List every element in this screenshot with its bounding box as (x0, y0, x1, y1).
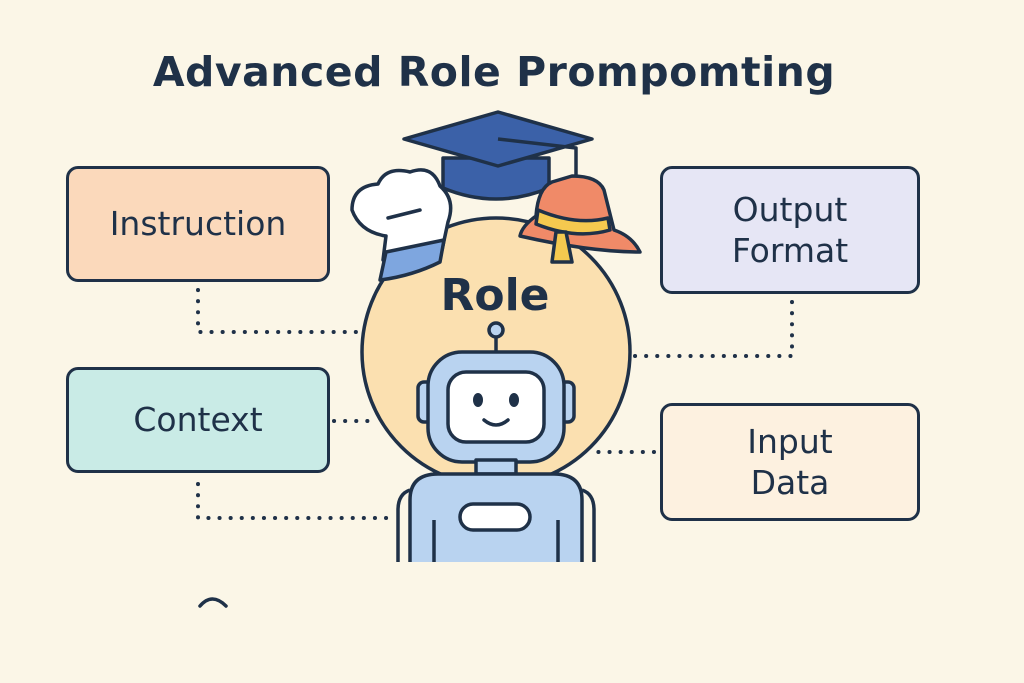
role-label: Role (440, 270, 550, 321)
chef-hat-icon (350, 168, 453, 282)
instruction-label: Instruction (109, 204, 287, 244)
robot-icon (380, 321, 612, 566)
connector-context-bottom (196, 482, 392, 520)
connector-instruction (196, 288, 364, 334)
graduation-cap-icon (402, 110, 594, 201)
bucket-hat-icon (518, 174, 642, 264)
instruction-box: Instruction (66, 166, 330, 282)
connector-output (632, 300, 794, 358)
input-data-box: Input Data (660, 403, 920, 521)
output-format-label: Output Format (731, 189, 849, 270)
partial-mark (198, 597, 228, 608)
context-box: Context (66, 367, 330, 473)
context-label: Context (133, 400, 263, 440)
input-data-label: Input Data (747, 421, 833, 502)
diagram-title: Advanced Role Prompomting (152, 48, 836, 96)
output-format-box: Output Format (660, 166, 920, 294)
